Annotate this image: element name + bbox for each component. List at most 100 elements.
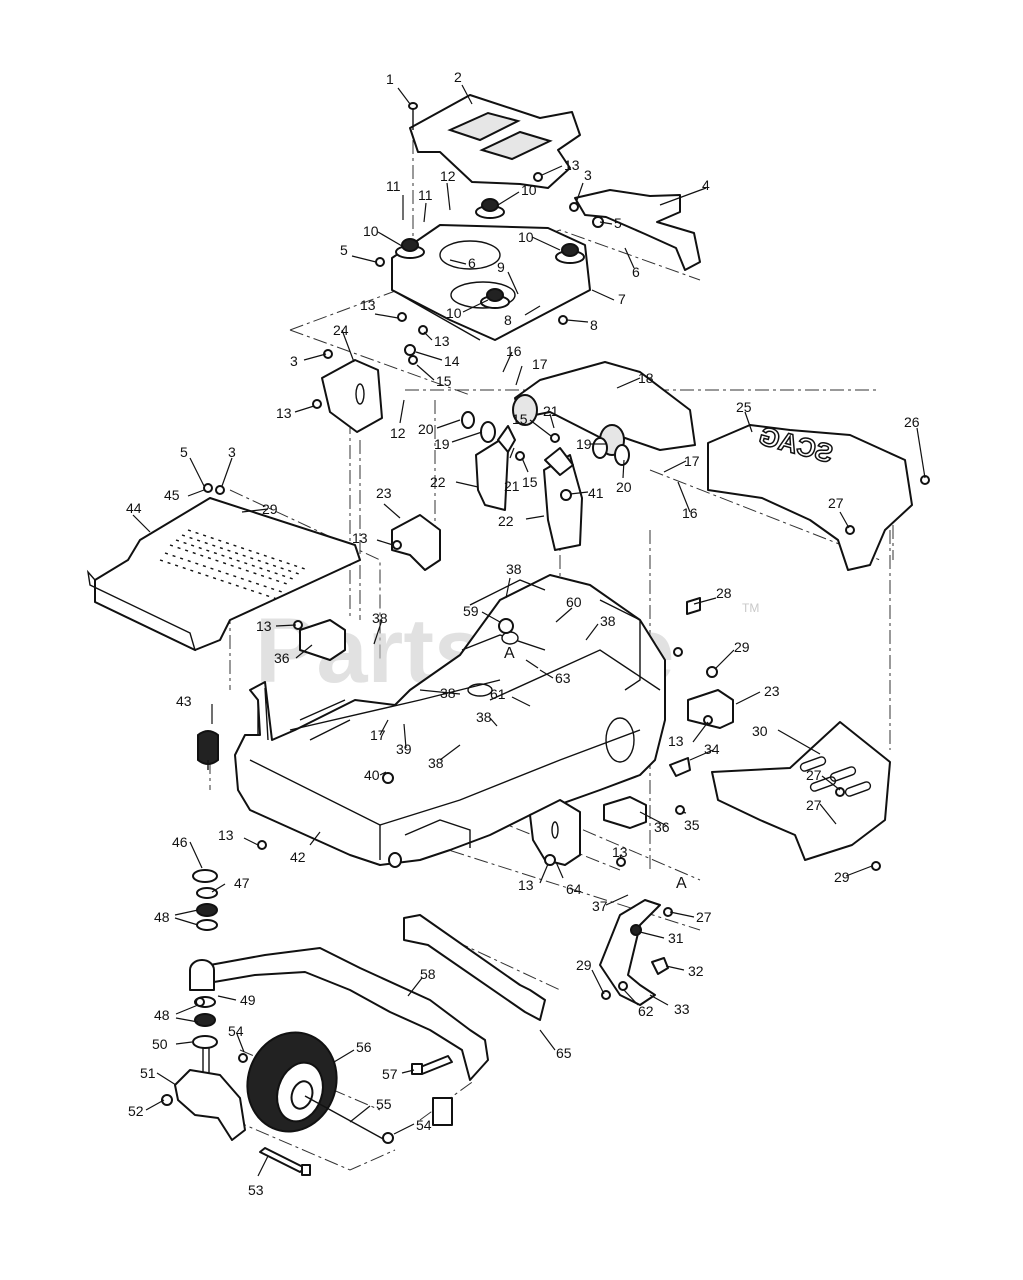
- callout-5c: 5: [180, 444, 188, 460]
- callout-59: 59: [463, 603, 479, 619]
- callout-44: 44: [126, 500, 142, 516]
- callout-5b: 5: [614, 215, 622, 231]
- callout-22: 22: [430, 474, 446, 490]
- callout-26: 26: [904, 414, 920, 430]
- callout-13i: 13: [612, 844, 628, 860]
- callout-13d: 13: [276, 405, 292, 421]
- callout-38f: 38: [428, 755, 444, 771]
- callout-18: 18: [638, 370, 654, 386]
- callout-27: 27: [828, 495, 844, 511]
- control-levers: [475, 425, 583, 551]
- callout-10: 10: [521, 182, 537, 198]
- callout-33: 33: [674, 1001, 690, 1017]
- callout-42: 42: [290, 849, 306, 865]
- callout-61: 61: [490, 686, 506, 702]
- callout-52: 52: [128, 1103, 144, 1119]
- callout-29: 29: [262, 501, 278, 517]
- callout-27b: 27: [806, 767, 822, 783]
- bushings: [461, 411, 630, 466]
- callout-19b: 19: [576, 436, 592, 452]
- callout-labels: 1 2 13 3 4 11 11 12 10 5 10 5 10 6 6 9 7…: [126, 69, 920, 1198]
- callout-29d: 29: [576, 957, 592, 973]
- callout-20b: 20: [616, 479, 632, 495]
- callout-13j: 13: [518, 877, 534, 893]
- callout-24: 24: [333, 322, 349, 338]
- callout-36: 36: [274, 650, 290, 666]
- section-a-bracket: [599, 899, 669, 1006]
- callout-63: 63: [555, 670, 571, 686]
- caster-arm: [189, 947, 489, 1081]
- deflector-slots: [799, 756, 872, 797]
- callout-5: 5: [340, 242, 348, 258]
- callout-11: 11: [386, 178, 401, 194]
- callout-23b: 23: [764, 683, 780, 699]
- brackets-36-64: [299, 619, 647, 866]
- callout-3: 3: [584, 167, 592, 183]
- callout-13b: 13: [360, 297, 376, 313]
- callout-40: 40: [364, 767, 380, 783]
- foot-plate: [86, 497, 361, 652]
- callout-35: 35: [684, 817, 700, 833]
- callout-6b: 6: [632, 264, 640, 280]
- callout-13e: 13: [352, 530, 368, 546]
- callout-12: 12: [440, 168, 456, 184]
- callout-16b: 16: [682, 505, 698, 521]
- callout-43: 43: [176, 693, 192, 709]
- callout-41: 41: [588, 485, 604, 501]
- callout-25: 25: [736, 399, 752, 415]
- callout-8b: 8: [590, 317, 598, 333]
- callout-46: 46: [172, 834, 188, 850]
- seat-bracket: [574, 189, 701, 271]
- callout-54: 54: [228, 1023, 244, 1039]
- callout-13: 13: [564, 157, 580, 173]
- callout-47: 47: [234, 875, 250, 891]
- callout-leaders: [132, 84, 926, 1177]
- callout-38b: 38: [600, 613, 616, 629]
- control-housing: [512, 361, 696, 456]
- callout-2: 2: [454, 69, 462, 85]
- callout-15c: 15: [522, 474, 538, 490]
- left-tower-bracket: [321, 359, 383, 433]
- callout-20: 20: [418, 421, 434, 437]
- callout-17b: 17: [684, 453, 700, 469]
- callout-48: 48: [154, 909, 170, 925]
- callout-13c: 13: [434, 333, 450, 349]
- callout-21b: 21: [504, 478, 520, 494]
- callout-23: 23: [376, 485, 392, 501]
- callout-16: 16: [506, 343, 522, 359]
- callout-38d: 38: [440, 685, 456, 701]
- callout-48b: 48: [154, 1007, 170, 1023]
- callout-56: 56: [356, 1039, 372, 1055]
- callout-9: 9: [497, 259, 505, 275]
- deflector-plate: [711, 721, 891, 861]
- callout-11b: 11: [418, 187, 433, 203]
- callout-17: 17: [532, 356, 548, 372]
- callout-17c: 17: [370, 727, 386, 743]
- callout-7: 7: [618, 291, 626, 307]
- callout-31: 31: [668, 930, 684, 946]
- callout-32: 32: [688, 963, 704, 979]
- callout-21: 21: [543, 403, 559, 419]
- callout-38e: 38: [476, 709, 492, 725]
- callout-29c: 29: [834, 869, 850, 885]
- callout-3c: 3: [228, 444, 236, 460]
- callout-13g: 13: [668, 733, 684, 749]
- brackets-23: [391, 514, 734, 729]
- callout-50: 50: [152, 1036, 168, 1052]
- callout-19: 19: [434, 436, 450, 452]
- callout-37: 37: [592, 898, 608, 914]
- callout-10d: 10: [446, 305, 462, 321]
- callout-62: 62: [638, 1003, 654, 1019]
- rear-shroud: SCAG: [707, 420, 913, 571]
- fasteners: [161, 172, 930, 1144]
- caster-fork: [174, 1069, 246, 1141]
- callout-6: 6: [468, 255, 476, 271]
- callout-57: 57: [382, 1066, 398, 1082]
- callout-13f: 13: [256, 618, 272, 634]
- callout-3b: 3: [290, 353, 298, 369]
- callout-4: 4: [702, 177, 710, 193]
- section-mark-a-detail: A: [676, 875, 687, 892]
- callout-60: 60: [566, 594, 582, 610]
- callout-29b: 29: [734, 639, 750, 655]
